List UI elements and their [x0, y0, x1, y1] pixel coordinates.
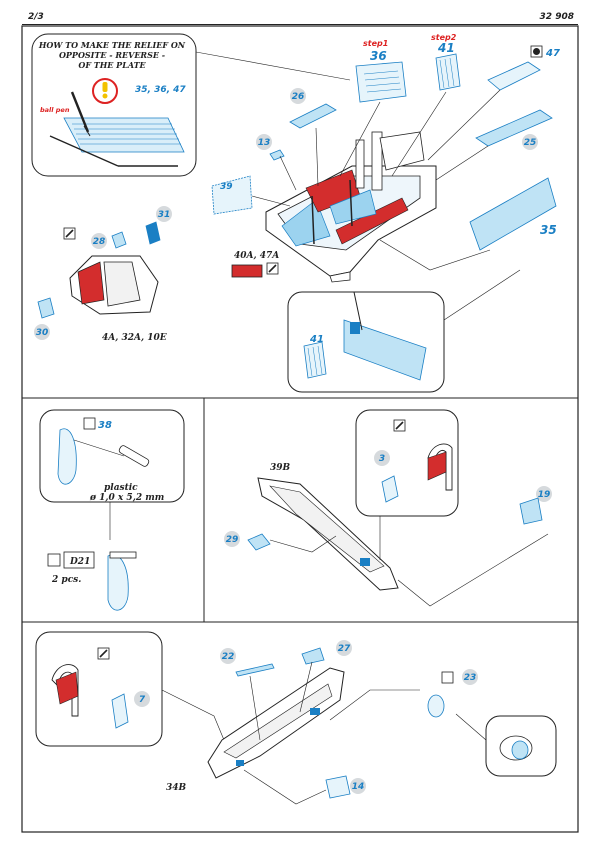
seat-assembly: 28 31 30 4A, 32A, 10E	[34, 206, 172, 343]
ball-pen-label: ball pen	[40, 106, 70, 114]
cockpit-tub-drawing	[266, 132, 436, 282]
decal-label: D21	[69, 557, 90, 567]
part-26-number: 26	[292, 92, 305, 102]
relief-instruction-box: HOW TO MAKE THE RELIEF ON OPPOSITE - REV…	[32, 34, 196, 176]
part-23-number: 23	[464, 673, 477, 683]
part-38-number: 38	[98, 420, 112, 431]
relief-parts: 35, 36, 47	[135, 85, 186, 95]
panel-34b-detail: 7 34B 22 27 23 14	[36, 632, 556, 804]
part-3-number: 3	[379, 454, 385, 464]
part-30-number: 30	[36, 328, 49, 338]
paint-code: 40A, 47A	[234, 251, 279, 261]
relief-title-1: HOW TO MAKE THE RELIEF ON	[38, 40, 186, 50]
part-26: 26	[290, 88, 336, 128]
warning-icon	[93, 79, 117, 103]
part-36-number: 36	[370, 49, 387, 63]
part-38-detail: 38 plastic ø 1,0 x 5,2 mm D21 2 pcs.	[40, 410, 184, 610]
part-47: 47	[488, 46, 560, 90]
relief-title-3: OF THE PLATE	[78, 60, 146, 70]
pcs-label: 2 pcs.	[51, 575, 81, 585]
part-36: step1 36	[356, 39, 406, 102]
part-35-number: 35	[540, 223, 557, 237]
part-41b-number: 41	[309, 334, 324, 345]
panel-39b-label: 39B	[270, 463, 291, 473]
part-19-number: 19	[538, 490, 551, 500]
part-39-number: 39	[220, 182, 233, 192]
relief-title-2: OPPOSITE - REVERSE -	[59, 50, 165, 60]
part-29-number: 29	[226, 535, 239, 545]
fold-icon-2	[442, 672, 453, 683]
part-14-number: 14	[352, 782, 365, 792]
part-41: step2 41	[431, 33, 460, 90]
plastic-label: plastic	[104, 483, 138, 493]
detail-zoom-box: 41	[288, 292, 444, 392]
part-22-number: 22	[222, 652, 235, 662]
fold-icon	[84, 418, 95, 429]
panel-34b-label: 34B	[166, 783, 187, 793]
step1-label: step1	[363, 39, 388, 48]
part-7-number: 7	[139, 695, 146, 705]
rod-size-label: ø 1,0 x 5,2 mm	[89, 493, 164, 503]
part-35: 35	[470, 178, 557, 250]
seat-group-label: 4A, 32A, 10E	[102, 333, 167, 343]
part-25: 25	[476, 110, 552, 150]
decal-icon	[48, 554, 60, 566]
part-28-number: 28	[93, 237, 106, 247]
part-27-number: 27	[338, 644, 351, 654]
part-41-number: 41	[437, 41, 455, 55]
part-31-number: 31	[158, 210, 171, 220]
part-47-number: 47	[545, 48, 560, 59]
part-39: 39	[212, 176, 252, 214]
paint-swatch	[232, 265, 262, 277]
part-25-number: 25	[524, 138, 537, 148]
part-13-number: 13	[258, 138, 271, 148]
paint-callout: 40A, 47A	[232, 251, 279, 277]
panel-39b-detail: 39B 29 3 19	[224, 410, 552, 606]
